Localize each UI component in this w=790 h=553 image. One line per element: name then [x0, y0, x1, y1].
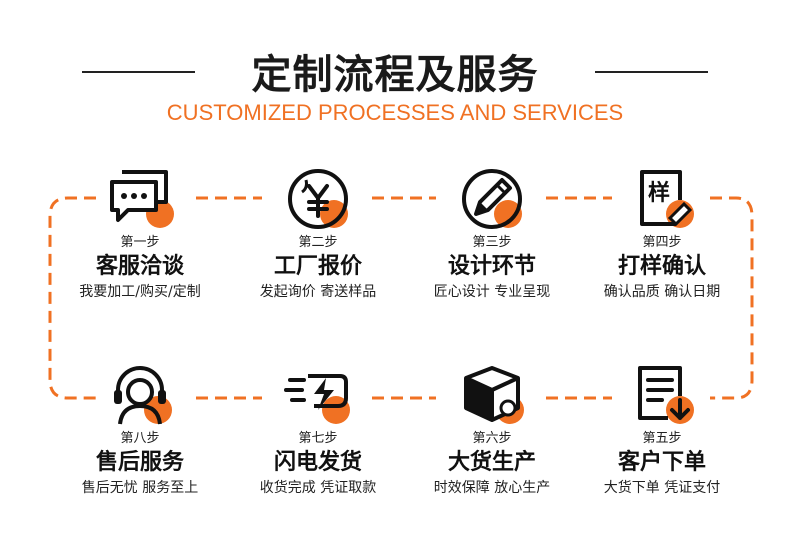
- step-3-desc: 匠心设计 专业呈现: [433, 284, 551, 300]
- step-4-desc: 确认品质 确认日期: [603, 284, 721, 300]
- step-6-desc: 时效保障 放心生产: [433, 480, 551, 496]
- step-8-number: 第八步: [120, 431, 160, 446]
- title-line-left: [82, 71, 195, 73]
- sample-glyph: 样: [648, 180, 670, 206]
- step-1-number: 第一步: [120, 235, 160, 250]
- step-6: 第六步 大货生产 时效保障 放心生产: [402, 362, 582, 498]
- step-8: 第八步 售后服务 售后无忧 服务至上: [50, 362, 230, 498]
- step-2-number: 第二步: [298, 235, 338, 250]
- step-5: 第五步 客户下单 大货下单 凭证支付: [572, 362, 752, 498]
- step-4-name: 打样确认: [617, 254, 706, 279]
- step-3-number: 第三步: [472, 235, 512, 250]
- step-5-desc: 大货下单 凭证支付: [603, 480, 721, 496]
- step-1: 第一步 客服洽谈 我要加工/购买/定制: [50, 166, 230, 302]
- step-5-name: 客户下单: [617, 450, 706, 475]
- step-8-name: 售后服务: [95, 450, 184, 475]
- step-7-name: 闪电发货: [273, 450, 362, 475]
- step-4-number: 第四步: [642, 235, 682, 250]
- page-subtitle: CUSTOMIZED PROCESSES AND SERVICES: [166, 100, 624, 125]
- connector-right-loop: [710, 196, 754, 400]
- order-document-icon: [638, 366, 694, 424]
- step-7-number: 第七步: [298, 431, 338, 446]
- step-5-number: 第五步: [642, 431, 682, 446]
- step-6-number: 第六步: [472, 431, 512, 446]
- chat-bubbles-icon: [110, 170, 174, 228]
- fast-delivery-icon: [284, 374, 350, 424]
- step-3-name: 设计环节: [447, 254, 536, 279]
- yuan-coin-icon: [288, 169, 348, 229]
- step-1-name: 客服洽谈: [95, 254, 184, 279]
- step-1-desc: 我要加工/购买/定制: [79, 284, 201, 300]
- step-8-desc: 售后无忧 服务至上: [81, 480, 199, 496]
- title-line-right: [595, 71, 708, 73]
- step-2: 第二步 工厂报价 发起询价 寄送样品: [228, 166, 408, 302]
- headset-service-icon: [114, 366, 172, 425]
- step-7-desc: 收货完成 凭证取款: [259, 480, 377, 496]
- step-4: 样 第四步 打样确认 确认品质 确认日期: [572, 166, 752, 302]
- step-2-desc: 发起询价 寄送样品: [259, 284, 377, 300]
- pencil-edit-icon: [462, 169, 522, 229]
- sample-document-icon: 样: [640, 170, 694, 228]
- step-3: 第三步 设计环节 匠心设计 专业呈现: [402, 166, 582, 302]
- box-gear-icon: [464, 366, 524, 424]
- connector-left-loop: [48, 196, 96, 400]
- page-title: 定制流程及服务: [251, 52, 539, 98]
- step-7: 第七步 闪电发货 收货完成 凭证取款: [228, 362, 408, 498]
- step-6-name: 大货生产: [447, 450, 536, 475]
- step-2-name: 工厂报价: [273, 254, 362, 279]
